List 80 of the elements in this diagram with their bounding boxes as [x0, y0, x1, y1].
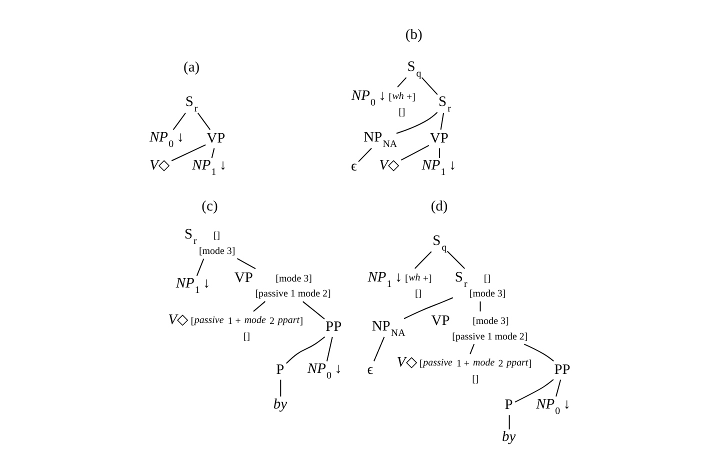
connector [252, 300, 266, 312]
connector [396, 112, 438, 134]
node-text: VP [429, 130, 448, 146]
connector [523, 344, 554, 362]
connector [555, 379, 561, 398]
connector [326, 336, 332, 362]
label: (a) [183, 60, 200, 76]
connector [440, 112, 444, 130]
label: (b) [404, 26, 422, 43]
connector [285, 336, 325, 364]
node-label: [] [212, 230, 220, 242]
connector [172, 112, 186, 130]
node-text: NP$_{0}$ ↓ [149, 130, 184, 150]
node-label: [passive 1 + mode 2 ppart] [190, 315, 303, 327]
connector [302, 301, 324, 320]
connector [236, 258, 256, 270]
node-label: [] [414, 288, 422, 300]
node-label: [wh +] [404, 272, 432, 284]
connector [210, 148, 214, 159]
node-text: NP$_{1}$ ↓ [421, 158, 456, 178]
connector [438, 148, 440, 159]
node-text: V◇ [168, 312, 189, 328]
node-text: V◇ [378, 158, 400, 174]
node-text: ϵ [366, 362, 373, 378]
node-text: NP$_{1}$ ↓ [192, 158, 226, 178]
node-text: NP$_{NA}$ [363, 130, 397, 150]
node-text: PP [554, 362, 570, 378]
connector [196, 258, 204, 276]
node-text: VP [430, 312, 450, 329]
label: (c) [201, 198, 218, 214]
node-text: by [272, 396, 287, 412]
connector [396, 77, 406, 88]
node-text: S$_{r}$ [184, 94, 198, 115]
node-text: V◇ [396, 354, 418, 371]
connector [170, 144, 206, 162]
node-label: [passive 1 mode 2] [452, 331, 528, 342]
node-text: NP$_{1}$ ↓ [367, 269, 402, 290]
connector [479, 300, 480, 312]
node-text: NP$_{0}$ ↓ [350, 88, 386, 108]
node-text: VP [206, 130, 225, 146]
label: (d) [430, 198, 448, 214]
node-text: S$_{r}$ [454, 269, 467, 290]
connector [403, 297, 453, 320]
connector [196, 112, 210, 130]
connector [400, 144, 429, 161]
connector [508, 414, 510, 430]
node-text: S$_{q}$ [432, 232, 446, 254]
node-label: [passive 1 mode 2] [254, 288, 330, 300]
connector [358, 148, 372, 162]
node-text: PP [325, 319, 342, 336]
node-text: P [504, 397, 512, 414]
node-text: V◇ [149, 158, 170, 174]
connector [446, 250, 465, 270]
node-label: [] [398, 107, 405, 118]
node-label: [mode 3] [472, 316, 508, 327]
node-text: NP$_{0}$ ↓ [536, 396, 570, 417]
connector [414, 251, 432, 269]
node-text: ϵ [350, 158, 356, 175]
node-text: P [276, 362, 284, 378]
connector [420, 77, 438, 96]
node-label: [] [242, 331, 250, 342]
node-text: by [502, 429, 516, 445]
connector [280, 379, 281, 398]
node-text: S$_{r}$ [184, 226, 196, 248]
node-text: S$_{q}$ [406, 58, 421, 80]
connector [514, 379, 554, 403]
node-label: [mode 3] [468, 288, 506, 300]
node-label: [wh +] [388, 90, 415, 103]
node-label: [mode 3] [275, 273, 312, 284]
node-text: VP [234, 270, 252, 286]
node-label: [] [483, 273, 490, 284]
node-label: [passive 1 + mode 2 ppart] [418, 358, 532, 370]
node-text: S$_{r}$ [438, 94, 450, 115]
connector [372, 336, 384, 362]
node-label: [mode 3] [198, 246, 235, 258]
node-text: NP$_{0}$ ↓ [306, 360, 342, 382]
node-text: NP$_{1}$ ↓ [175, 276, 210, 296]
connector [469, 344, 474, 355]
node-label: [] [472, 374, 478, 386]
node-text: NP$_{NA}$ [371, 318, 405, 339]
